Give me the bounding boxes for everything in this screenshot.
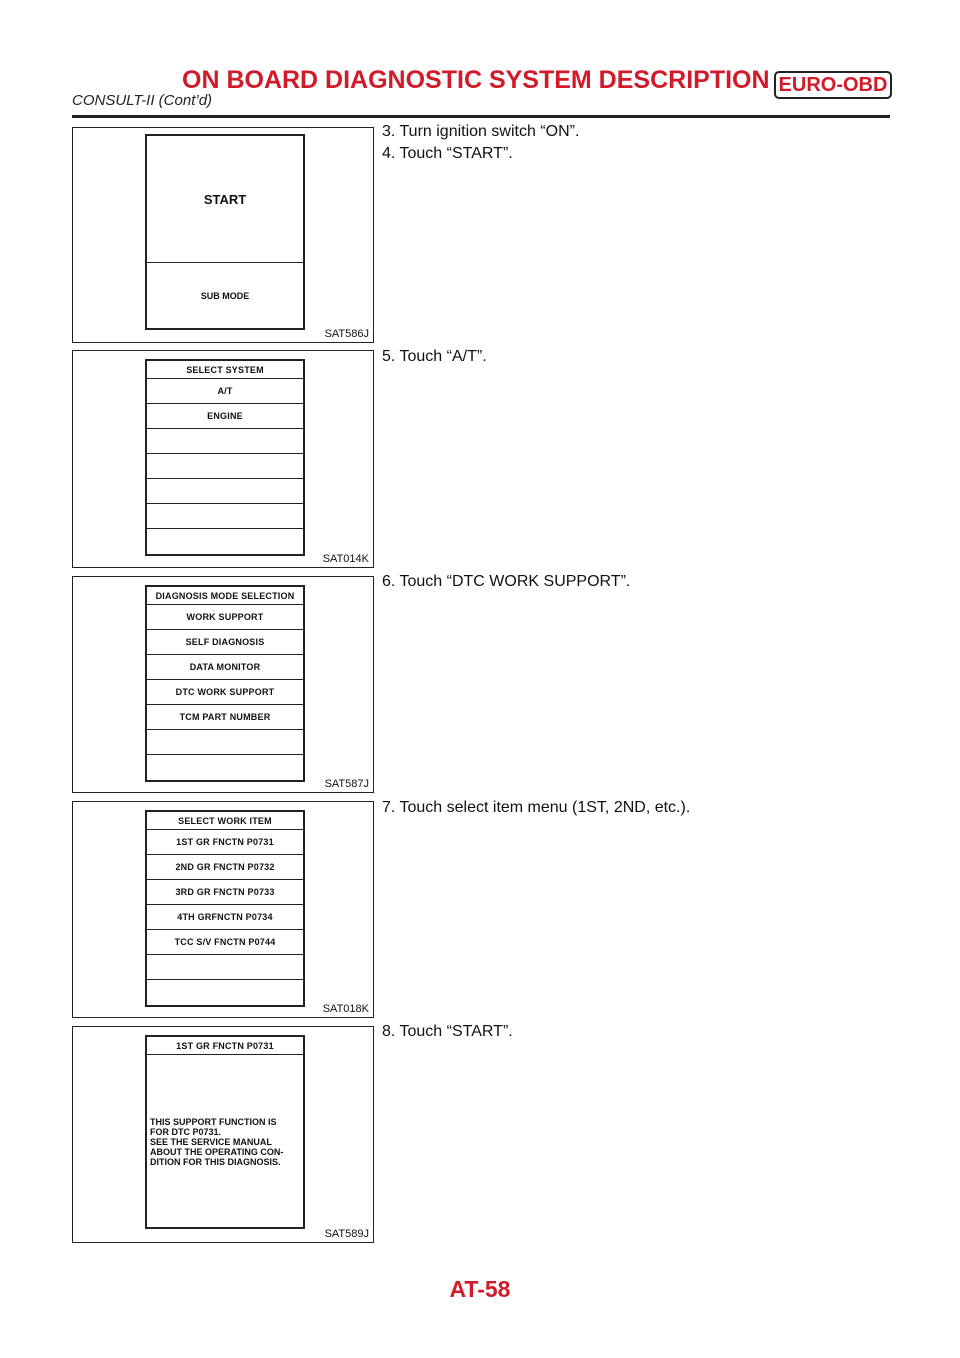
menu-item-1st-gear[interactable]: 1ST GR FNCTN P0731 [147, 830, 303, 855]
message-line: SEE THE SERVICE MANUAL [150, 1137, 272, 1147]
step-3: 3. Turn ignition switch “ON”. [382, 123, 580, 140]
menu-item-3rd-gear[interactable]: 3RD GR FNCTN P0733 [147, 880, 303, 905]
screen-header: SELECT SYSTEM [147, 361, 303, 379]
screen-header: 1ST GR FNCTN P0731 [147, 1037, 303, 1055]
menu-item-4th-gear[interactable]: 4TH GRFNCTN P0734 [147, 905, 303, 930]
header-rule [72, 115, 890, 118]
menu-item-2nd-gear[interactable]: 2ND GR FNCTN P0732 [147, 855, 303, 880]
step-6: 6. Touch “DTC WORK SUPPORT”. [382, 573, 631, 590]
menu-item-engine[interactable]: ENGINE [147, 404, 303, 429]
figure-code: SAT587J [324, 778, 369, 790]
section-subtitle: CONSULT-II (Cont’d) [72, 92, 213, 109]
euro-obd-badge: EURO-OBD [774, 71, 892, 99]
consult-screen: DIAGNOSIS MODE SELECTION WORK SUPPORT SE… [145, 585, 305, 782]
menu-item-empty [147, 980, 303, 1005]
menu-item-empty [147, 730, 303, 755]
page-number: AT-58 [449, 1276, 511, 1302]
menu-item-tcc-sv[interactable]: TCC S/V FNCTN P0744 [147, 930, 303, 955]
menu-item-empty [147, 479, 303, 504]
start-button[interactable]: START [147, 136, 303, 263]
screen-header: SELECT WORK ITEM [147, 812, 303, 830]
figure-code: SAT589J [324, 1228, 369, 1240]
message-line: THIS SUPPORT FUNCTION IS [150, 1117, 277, 1127]
figure-support-info: 1ST GR FNCTN P0731 THIS SUPPORT FUNCTION… [72, 1026, 374, 1243]
figure-diagnosis-mode: DIAGNOSIS MODE SELECTION WORK SUPPORT SE… [72, 576, 374, 793]
menu-item-empty [147, 429, 303, 454]
menu-item-dtc-work-support[interactable]: DTC WORK SUPPORT [147, 680, 303, 705]
menu-item-empty [147, 529, 303, 554]
figure-select-work-item: SELECT WORK ITEM 1ST GR FNCTN P0731 2ND … [72, 801, 374, 1018]
consult-screen: SELECT SYSTEM A/T ENGINE [145, 359, 305, 556]
support-message: THIS SUPPORT FUNCTION IS FOR DTC P0731. … [150, 1117, 283, 1167]
message-line: DITION FOR THIS DIAGNOSIS. [150, 1157, 281, 1167]
menu-item-empty [147, 504, 303, 529]
menu-item-empty [147, 955, 303, 980]
message-line: ABOUT THE OPERATING CON- [150, 1147, 284, 1157]
page-title: ON BOARD DIAGNOSTIC SYSTEM DESCRIPTION [182, 66, 770, 94]
sub-mode-button[interactable]: SUB MODE [200, 291, 250, 301]
step-7: 7. Touch select item menu (1ST, 2ND, etc… [382, 799, 691, 816]
menu-item-empty [147, 755, 303, 780]
step-8: 8. Touch “START”. [382, 1023, 513, 1040]
menu-item-data-monitor[interactable]: DATA MONITOR [147, 655, 303, 680]
menu-item-at[interactable]: A/T [147, 379, 303, 404]
figure-code: SAT018K [322, 1003, 369, 1015]
figure-select-system: SELECT SYSTEM A/T ENGINE SAT014K [72, 350, 374, 568]
step-5: 5. Touch “A/T”. [382, 348, 487, 365]
figure-code: SAT014K [322, 553, 369, 565]
figure-code: SAT586J [324, 328, 369, 340]
consult-screen: 1ST GR FNCTN P0731 THIS SUPPORT FUNCTION… [145, 1035, 305, 1229]
screen-header: DIAGNOSIS MODE SELECTION [147, 587, 303, 605]
message-line: FOR DTC P0731. [150, 1127, 222, 1137]
menu-item-tcm-part-number[interactable]: TCM PART NUMBER [147, 705, 303, 730]
consult-screen: SELECT WORK ITEM 1ST GR FNCTN P0731 2ND … [145, 810, 305, 1007]
menu-item-self-diagnosis[interactable]: SELF DIAGNOSIS [147, 630, 303, 655]
menu-item-empty [147, 454, 303, 479]
step-4: 4. Touch “START”. [382, 145, 513, 162]
figure-start-screen: START SUB MODE SAT586J [72, 127, 374, 343]
consult-screen: START SUB MODE [145, 134, 305, 330]
menu-item-work-support[interactable]: WORK SUPPORT [147, 605, 303, 630]
